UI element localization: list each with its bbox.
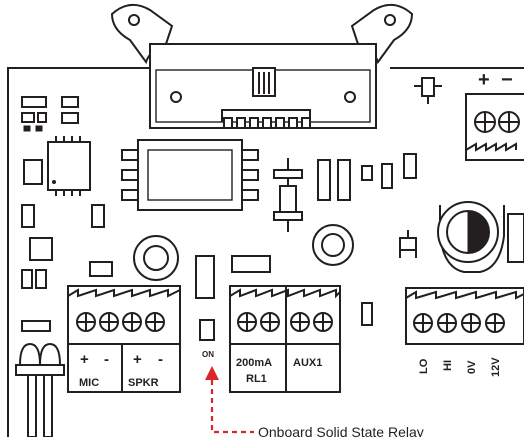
led-on-label: ON (202, 350, 214, 359)
lo-label: LO (418, 358, 430, 374)
header-pins (223, 117, 311, 129)
ic-chip (47, 136, 91, 196)
round-components (133, 224, 354, 281)
board-outline (7, 67, 524, 437)
aux-label: AUX1 (293, 357, 322, 369)
spkr-minus-label: - (158, 351, 163, 368)
resistor-small-1 (91, 204, 105, 228)
solid-state-relay (121, 139, 259, 211)
right-latch-hole (384, 14, 396, 26)
power-terminal-teeth (465, 142, 517, 152)
relay-callout: Onboard Solid State Relay (205, 366, 424, 437)
zero-v-label: 0V (466, 360, 478, 374)
hi-label: HI (442, 360, 454, 371)
transistor-top (414, 77, 442, 104)
mic-label: MIC (79, 377, 99, 389)
terminal-block-mic-spkr (67, 285, 181, 393)
spkr-label: SPKR (128, 377, 159, 389)
middle-components (89, 153, 417, 341)
twelve-v-label: 12V (490, 357, 502, 377)
mic-plus-label: + (80, 351, 89, 368)
callout-leader-line (210, 380, 254, 434)
callout-arrow-head (205, 366, 219, 380)
header-screw-right (344, 91, 356, 103)
relay-name-label: RL1 (246, 373, 267, 385)
mic-minus-label: - (104, 351, 109, 368)
relay-current-label: 200mA (236, 357, 272, 369)
header-key-lines (258, 72, 270, 94)
power-terminal: + − (465, 69, 524, 161)
wire-connector (15, 342, 65, 437)
transistor-middle (399, 230, 417, 258)
terminal-block-power-inputs (405, 287, 524, 345)
ribbon-header-connector (110, 3, 414, 129)
terminal-block-relay-aux (229, 285, 341, 393)
left-components (21, 96, 79, 332)
capacitor-buzzer (437, 201, 524, 273)
header-pin-rail (221, 109, 311, 122)
power-plus-label: + (478, 69, 490, 91)
power-minus-label: − (501, 69, 513, 91)
spkr-plus-label: + (133, 351, 142, 368)
callout-text: Onboard Solid State Relay (258, 424, 424, 437)
header-screw-left (170, 91, 182, 103)
left-latch-hole (128, 14, 140, 26)
